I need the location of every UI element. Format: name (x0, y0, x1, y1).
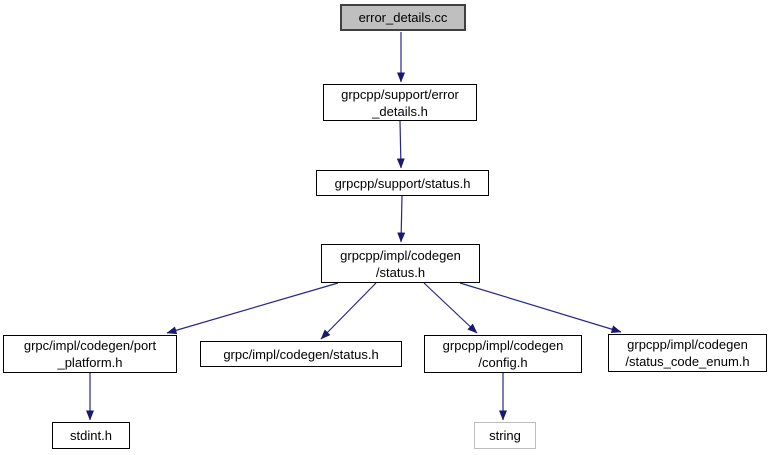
edge-codegenstatus-to-codegenconfig (423, 282, 478, 334)
node-grpc-codegen-status-h[interactable]: grpc/impl/codegen/status.h (200, 341, 402, 367)
node-error-details-cc: error_details.cc (340, 4, 466, 31)
node-string: string (474, 422, 536, 449)
node-support-status-h[interactable]: grpcpp/support/status.h (316, 170, 489, 196)
edge-supportstatus-to-codegenstatus (397, 195, 406, 243)
node-stdint-h: stdint.h (52, 422, 130, 449)
edge-codegenstatus-to-statuscodeenum (459, 282, 622, 334)
edge-codegenstatus-to-portplatform (166, 282, 339, 335)
node-codegen-config-h[interactable]: grpcpp/impl/codegen /config.h (424, 335, 582, 373)
edge-codegenstatus-to-grpccodegenstatus (320, 282, 377, 340)
node-codegen-status-h[interactable]: grpcpp/impl/codegen /status.h (321, 244, 480, 283)
node-port-platform-h[interactable]: grpc/impl/codegen/port _platform.h (3, 335, 177, 373)
edge-supporterrordetails-to-supportstatus (396, 120, 405, 169)
node-support-error-details-h[interactable]: grpcpp/support/error _details.h (323, 84, 477, 121)
node-status-code-enum-h[interactable]: grpcpp/impl/codegen /status_code_enum.h (608, 334, 767, 372)
